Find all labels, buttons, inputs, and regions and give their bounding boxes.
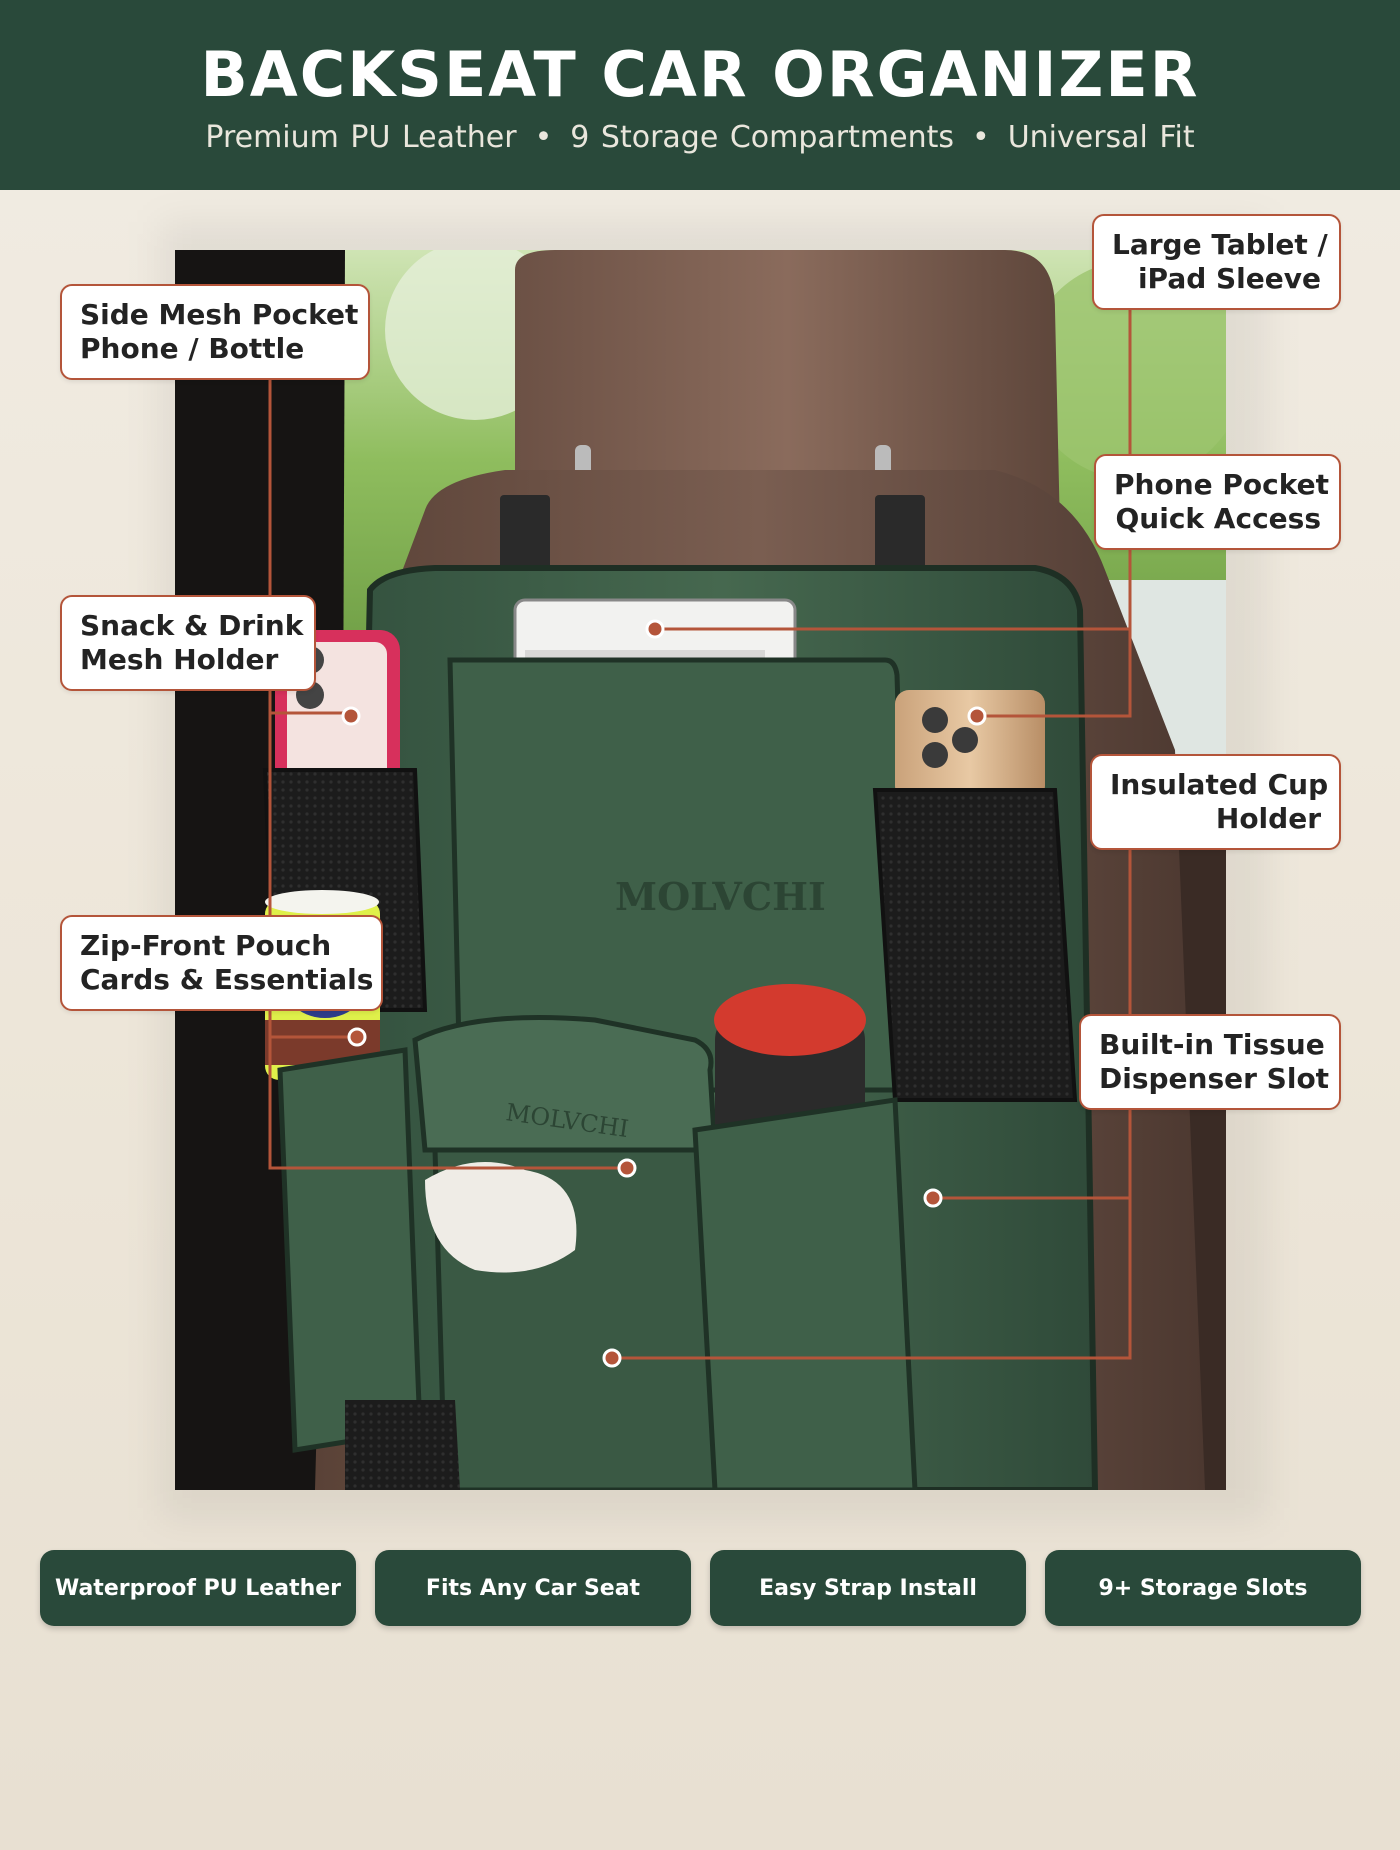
subtitle-material: Premium PU Leather: [205, 120, 517, 155]
subtitle-fit: Universal Fit: [1007, 120, 1195, 155]
callout-line: Phone Pocket: [1114, 468, 1329, 501]
feature-badge-waterproof: Waterproof PU Leather: [40, 1550, 356, 1626]
callout-line: Phone / Bottle: [80, 332, 305, 365]
callout-line: Snack & Drink: [80, 609, 304, 642]
callout-side-mesh-pocket: Side Mesh Pocket Phone / Bottle: [60, 284, 370, 380]
callout-tissue-dispenser: Built-in Tissue Dispenser Slot: [1079, 1014, 1341, 1110]
feature-badges: Waterproof PU Leather Fits Any Car Seat …: [40, 1550, 1362, 1626]
feature-badge-easy-install: Easy Strap Install: [710, 1550, 1026, 1626]
callout-line: Side Mesh Pocket: [80, 298, 359, 331]
product-photo-illustration: MOLVCHI capico MOLVCHI: [175, 250, 1226, 1490]
product-photo: MOLVCHI capico MOLVCHI: [175, 250, 1226, 1490]
callout-cup-holder: Insulated Cup Holder: [1090, 754, 1341, 850]
callout-tablet-sleeve: Large Tablet / iPad Sleeve: [1092, 214, 1341, 310]
page-subtitle: Premium PU Leather • 9 Storage Compartment…: [0, 120, 1400, 155]
page-header: BACKSEAT CAR ORGANIZER Premium PU Leathe…: [0, 0, 1400, 190]
subtitle-separator: •: [971, 120, 990, 155]
callout-line: iPad Sleeve: [1137, 262, 1321, 295]
feature-badge-universal-fit: Fits Any Car Seat: [375, 1550, 691, 1626]
callout-line: Quick Access: [1115, 502, 1322, 535]
callout-line: Dispenser Slot: [1099, 1062, 1330, 1095]
callout-line: Large Tablet /: [1112, 228, 1328, 261]
feature-badge-storage-slots: 9+ Storage Slots: [1045, 1550, 1361, 1626]
page-title: BACKSEAT CAR ORGANIZER: [200, 38, 1200, 111]
callout-line: Built-in Tissue: [1099, 1028, 1325, 1061]
callout-phone-pocket: Phone Pocket Quick Access: [1094, 454, 1341, 550]
subtitle-separator: •: [534, 120, 553, 155]
callout-line: Insulated Cup: [1110, 768, 1329, 801]
callout-zip-front-pouch: Zip-Front Pouch Cards & Essentials: [60, 915, 383, 1011]
subtitle-compartments: 9 Storage Compartments: [570, 120, 954, 155]
callout-line: Holder: [1215, 802, 1321, 835]
callout-line: Zip-Front Pouch: [80, 929, 332, 962]
callout-snack-drink-holder: Snack & Drink Mesh Holder: [60, 595, 316, 691]
callout-line: Cards & Essentials: [80, 963, 374, 996]
brand-emboss: MOLVCHI: [615, 874, 826, 919]
callout-line: Mesh Holder: [80, 643, 279, 676]
